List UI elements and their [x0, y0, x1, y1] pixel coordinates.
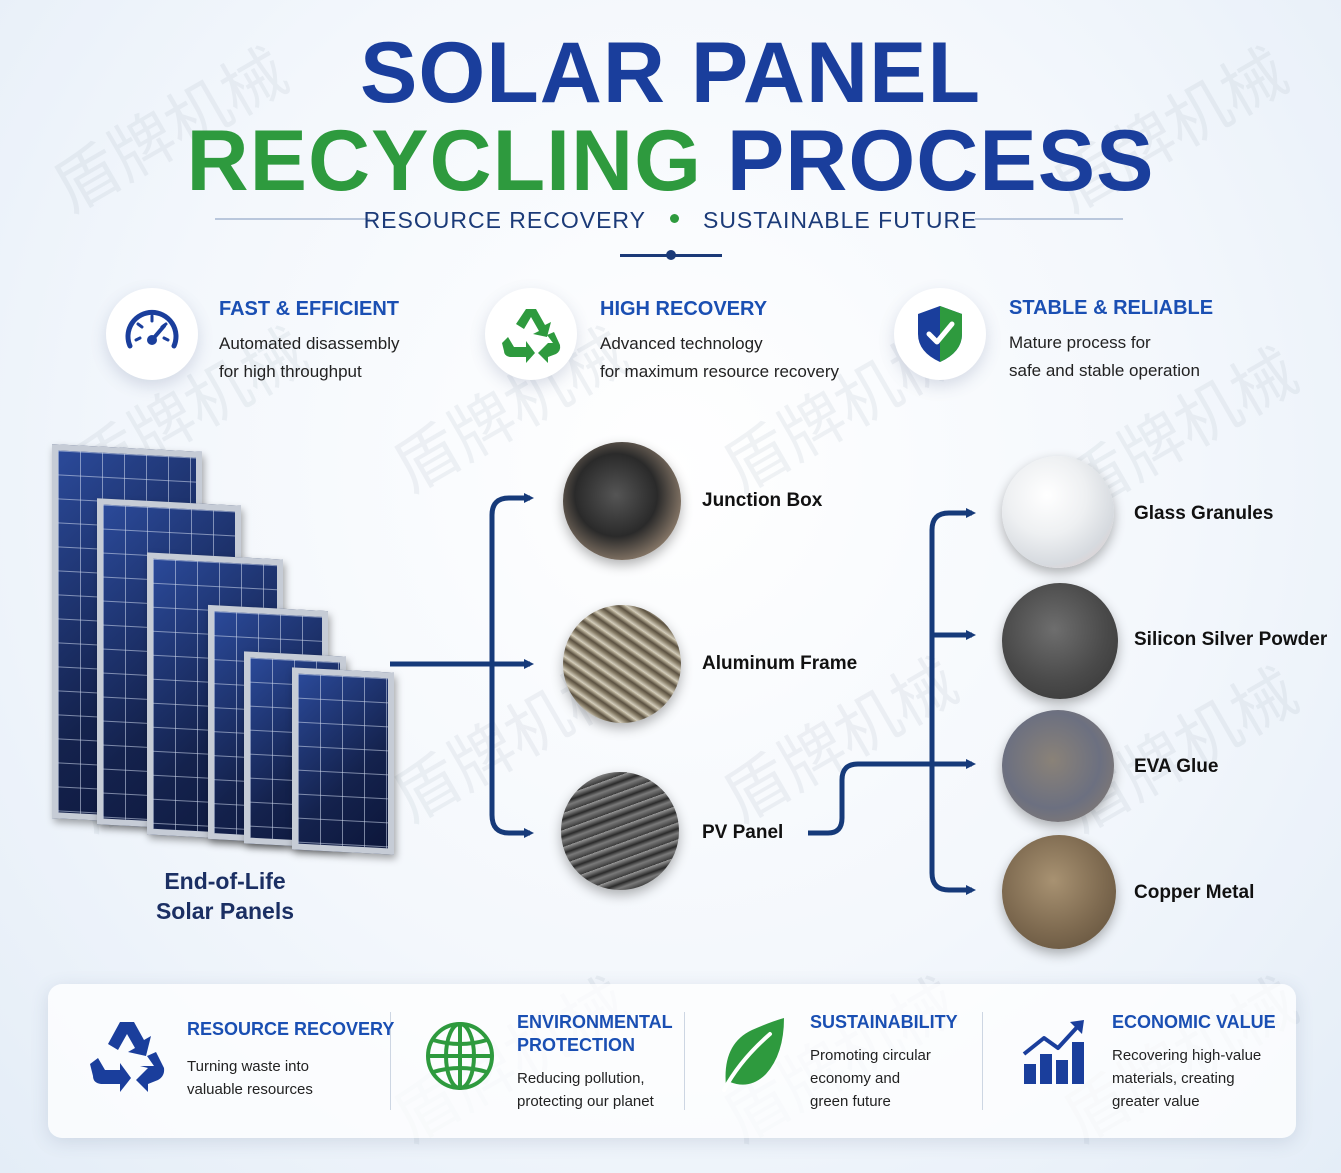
component-label: PV Panel [702, 822, 784, 843]
benefit-title: ECONOMIC VALUE [1112, 1012, 1276, 1032]
feature-line: Advanced technology [600, 334, 763, 353]
aluminum-frame-image [563, 605, 681, 723]
material-label: Silicon Silver Powder [1134, 629, 1328, 650]
benefit-title: RESOURCE RECOVERY [187, 1019, 395, 1039]
benefit-title: SUSTAINABILITY [810, 1012, 958, 1032]
benefit-text: Reducing pollution, protecting our plane… [517, 1067, 654, 1113]
material-label: EVA Glue [1134, 756, 1219, 777]
subtitle-right: SUSTAINABLE FUTURE [702, 207, 978, 233]
title-process: PROCESS [726, 113, 1155, 209]
benefit-line: economy and [810, 1070, 901, 1087]
eva-glue-image [1002, 710, 1114, 822]
feature-line: Automated disassembly [219, 334, 400, 353]
title-rule-left [215, 212, 370, 220]
title-rule-right [975, 212, 1123, 220]
feature-text: Advanced technology for maximum resource… [600, 330, 839, 386]
feature-line: Mature process for [1009, 333, 1151, 352]
junction-box-image [563, 442, 681, 560]
speedometer-icon [106, 288, 198, 380]
feature-title: FAST & EFFICIENT [219, 298, 399, 320]
benefit-line: greater value [1112, 1093, 1200, 1110]
feature-title: HIGH RECOVERY [600, 298, 768, 320]
feature-line: safe and stable operation [1009, 361, 1200, 380]
glass-granules-image [1002, 456, 1114, 568]
subtitle-dot [669, 214, 679, 224]
copper-metal-image [1002, 835, 1116, 949]
benefit-line: Promoting circular [810, 1047, 931, 1064]
subtitle: RESOURCE RECOVERY SUSTAINABLE FUTURE [0, 207, 1341, 234]
component-label: Aluminum Frame [702, 653, 858, 674]
benefit-text: Recovering high-value materials, creatin… [1112, 1044, 1261, 1113]
source-label-line: End-of-Life [164, 868, 286, 894]
benefit-line: green future [810, 1093, 891, 1110]
title-recycling: RECYCLING [186, 113, 702, 209]
benefit-title-line: ENVIRONMENTAL [517, 1012, 673, 1032]
divider [982, 1012, 983, 1110]
benefit-line: valuable resources [187, 1081, 313, 1098]
benefit-line: protecting our planet [517, 1093, 654, 1110]
benefit-title-line: PROTECTION [517, 1035, 636, 1055]
benefit-text: Promoting circular economy and green fut… [810, 1044, 931, 1113]
recycle-icon [86, 1018, 168, 1101]
benefit-line: Reducing pollution, [517, 1070, 645, 1087]
growth-chart-icon [1020, 1018, 1088, 1093]
feature-text: Automated disassembly for high throughpu… [219, 330, 399, 386]
benefit-title: ENVIRONMENTAL PROTECTION [517, 1011, 673, 1057]
benefits-panel [48, 984, 1296, 1138]
subtitle-left: RESOURCE RECOVERY [363, 207, 646, 233]
recycle-icon [485, 288, 577, 380]
benefit-line: Recovering high-value [1112, 1047, 1262, 1064]
pv-panel-image [561, 772, 679, 890]
component-label: Junction Box [702, 490, 823, 511]
feature-title: STABLE & RELIABLE [1009, 297, 1214, 319]
feature-text: Mature process for safe and stable opera… [1009, 329, 1200, 385]
source-label: End-of-Life Solar Panels [120, 866, 330, 926]
silicon-silver-powder-image [1002, 583, 1118, 699]
material-label: Glass Granules [1134, 503, 1274, 524]
benefit-line: materials, creating [1112, 1070, 1235, 1087]
benefit-line: Turning waste into [187, 1058, 310, 1075]
source-label-line: Solar Panels [155, 898, 295, 924]
page-title-line1: SOLAR PANEL [360, 25, 981, 121]
divider [390, 1012, 391, 1110]
divider-dot [666, 250, 676, 260]
leaf-icon [718, 1016, 788, 1097]
divider [684, 1012, 685, 1110]
feature-line: for maximum resource recovery [600, 362, 840, 381]
feature-line: for high throughput [219, 362, 362, 381]
page-title-line2: RECYCLING PROCESS [0, 116, 1341, 206]
material-label: Copper Metal [1134, 882, 1255, 903]
benefit-text: Turning waste into valuable resources [187, 1055, 313, 1101]
shield-check-icon [894, 288, 986, 380]
globe-icon [424, 1020, 496, 1097]
